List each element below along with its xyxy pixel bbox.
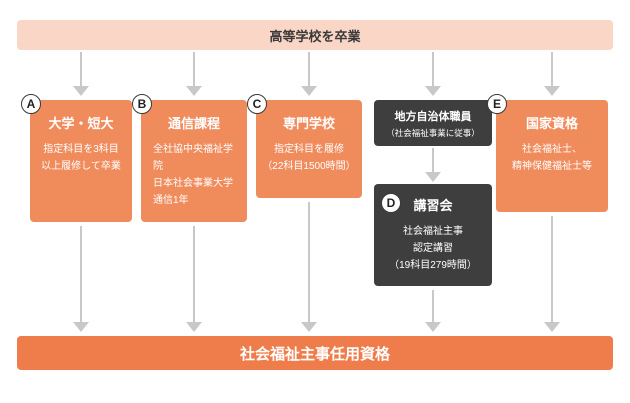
badge-e: E [487, 94, 507, 114]
arrow-down-bottom-d [425, 290, 441, 332]
arrow-down-bottom-e [544, 216, 560, 332]
arrow-head-icon [425, 172, 441, 182]
arrow-head-icon [73, 86, 89, 96]
badge-c: C [247, 94, 267, 114]
node-c-vocational-school: C 専門学校 指定科目を履修 （22科目1500時間） [247, 94, 362, 198]
node-d-body: 社会福祉主事 認定講習 （19科目279時間） [389, 226, 477, 271]
node-c-title: 専門学校 [282, 116, 335, 131]
arrow-line [432, 148, 434, 172]
arrow-line [551, 216, 553, 322]
node-a-university: A 大学・短大 指定科目を3科目 以上履修して卒業 [21, 94, 132, 222]
arrow-down-top-d [425, 52, 441, 96]
arrow-head-icon [544, 322, 560, 332]
node-a-body: 指定科目を3科目 以上履修して卒業 [41, 144, 121, 172]
node-d-training-course: D 講習会 社会福祉主事 認定講習 （19科目279時間） [374, 184, 492, 286]
badge-b-label: B [137, 97, 147, 111]
arrow-line [80, 52, 82, 86]
arrow-down-top-c [301, 52, 317, 96]
arrow-down-mid-d [425, 148, 441, 182]
node-e-title: 国家資格 [525, 116, 578, 131]
badge-d-label: D [386, 196, 396, 210]
arrow-head-icon [425, 322, 441, 332]
arrow-line [432, 52, 434, 86]
node-a-title: 大学・短大 [48, 116, 114, 131]
arrow-line [80, 226, 82, 322]
arrow-line [193, 52, 195, 86]
arrow-down-bottom-c [301, 202, 317, 332]
arrow-line [308, 52, 310, 86]
arrow-head-icon [301, 322, 317, 332]
arrow-down-top-b [186, 52, 202, 96]
arrow-down-bottom-a [73, 226, 89, 332]
node-d-title: 講習会 [413, 198, 453, 213]
node-d-pre-municipal-employee: 地方自治体職員 （社会福祉事業に従事） [374, 100, 492, 146]
arrow-line [308, 202, 310, 322]
node-d-pre-subtitle: （社会福祉事業に従事） [386, 128, 480, 138]
arrow-down-bottom-b [186, 226, 202, 332]
badge-d: D [381, 193, 401, 213]
node-e-national-license: E 国家資格 社会福祉士、 精神保健福祉士等 [487, 94, 608, 212]
badge-a-label: A [26, 97, 36, 111]
arrow-down-top-a [73, 52, 89, 96]
top-banner-label: 高等学校を卒業 [269, 28, 361, 44]
arrow-line [193, 226, 195, 322]
bottom-banner: 社会福祉主事任用資格 [17, 336, 613, 370]
bottom-banner-label: 社会福祉主事任用資格 [239, 345, 390, 363]
arrow-head-icon [73, 322, 89, 332]
arrow-head-icon [186, 86, 202, 96]
arrow-head-icon [186, 322, 202, 332]
arrow-line [432, 290, 434, 322]
arrow-down-top-e [544, 52, 560, 96]
arrow-line [551, 52, 553, 86]
node-b-correspondence: B 通信課程 全社協中央福祉学院 日本社会事業大学 通信1年 [132, 94, 247, 222]
top-banner: 高等学校を卒業 [17, 20, 613, 50]
badge-a: A [21, 94, 41, 114]
badge-b: B [132, 94, 152, 114]
arrow-head-icon [544, 86, 560, 96]
node-b-title: 通信課程 [167, 116, 220, 131]
node-e-body: 社会福祉士、 精神保健福祉士等 [512, 144, 592, 172]
node-b-body: 全社協中央福祉学院 日本社会事業大学 通信1年 [153, 144, 233, 206]
arrow-head-icon [425, 86, 441, 96]
node-c-body: 指定科目を履修 （22科目1500時間） [262, 144, 356, 172]
badge-e-label: E [492, 97, 501, 111]
badge-c-label: C [252, 97, 262, 111]
arrow-head-icon [301, 86, 317, 96]
node-d-pre-title: 地方自治体職員 [394, 111, 472, 123]
